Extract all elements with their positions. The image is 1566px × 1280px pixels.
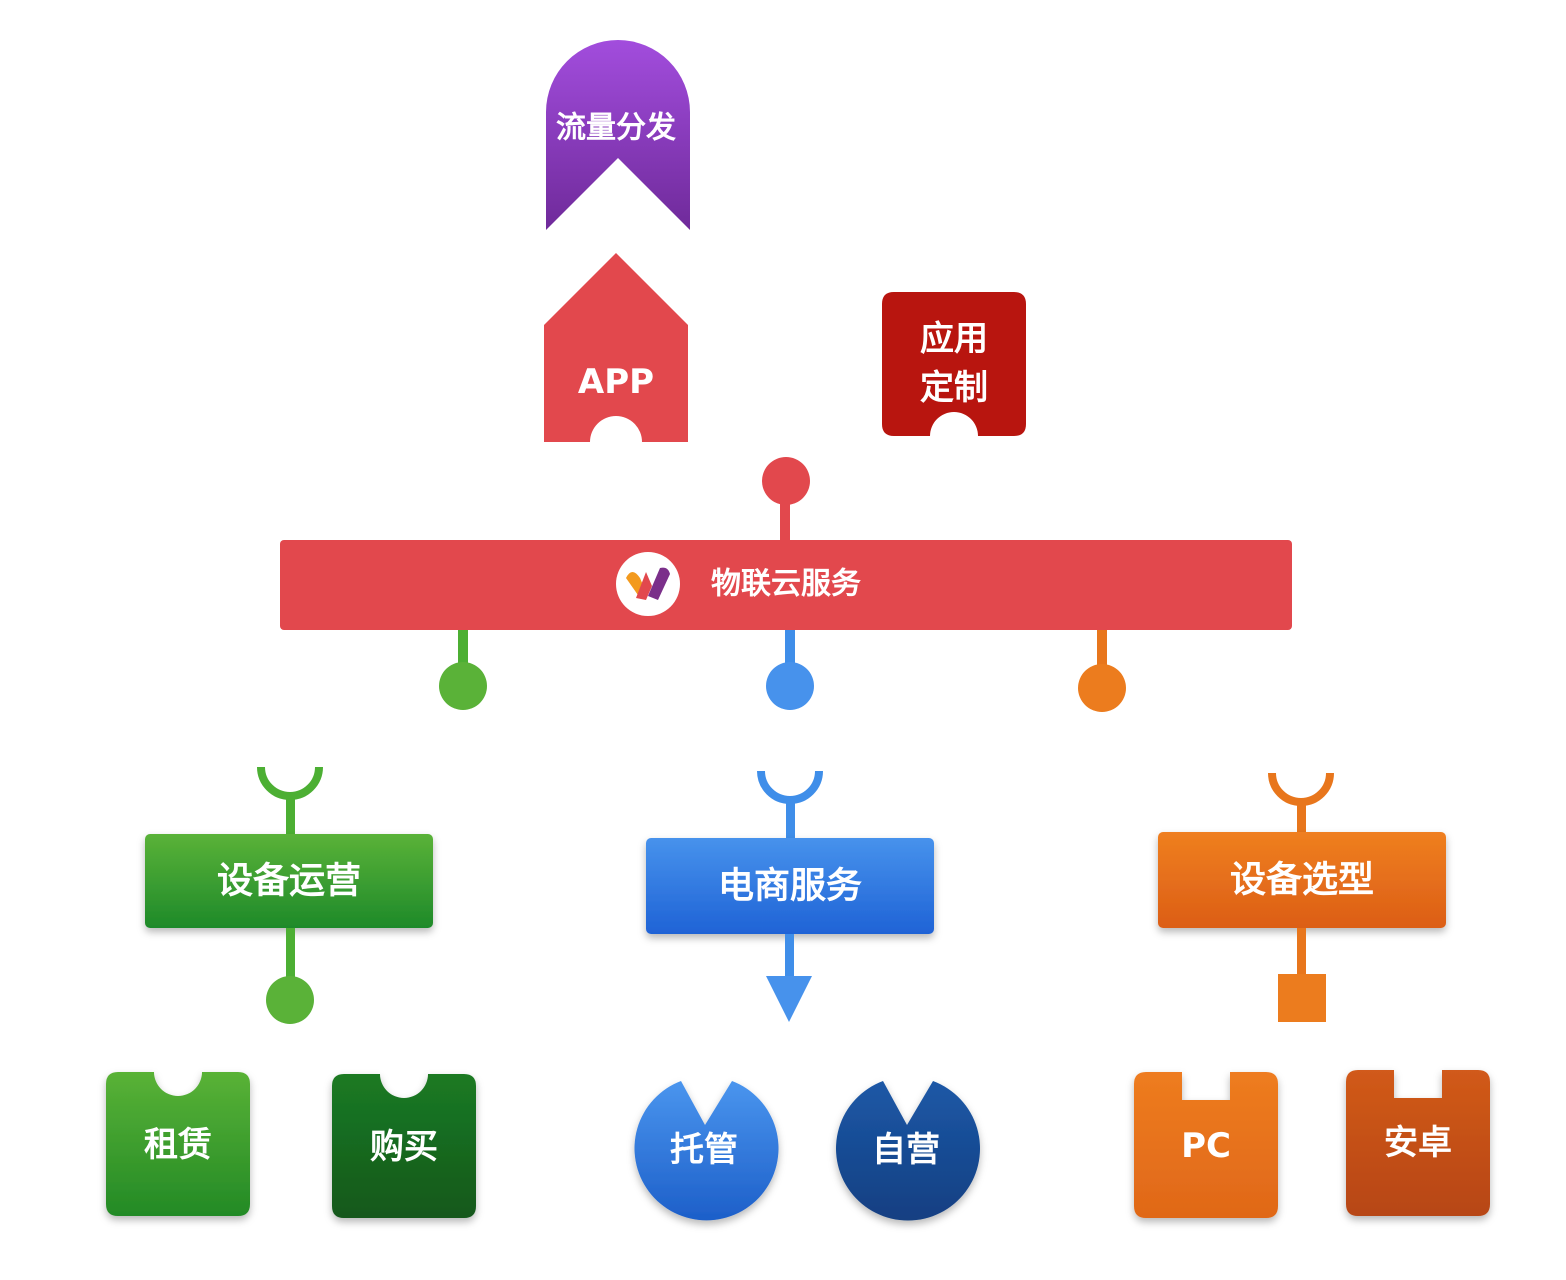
app-node: APP xyxy=(544,253,688,442)
android-node xyxy=(1346,1070,1490,1216)
purchase-node xyxy=(332,1074,476,1218)
hub-top-connector xyxy=(762,457,810,542)
hosted-label: 托管 xyxy=(670,1130,738,1170)
device-operations-node xyxy=(145,834,433,928)
app-label: APP xyxy=(578,362,654,402)
socket-blue xyxy=(757,770,823,840)
pc-label: PC xyxy=(1181,1126,1231,1166)
hosted-node xyxy=(634,1081,779,1221)
hub-connector-green xyxy=(439,630,487,710)
hub-connector-orange xyxy=(1078,630,1126,712)
self-operated-node xyxy=(835,1081,980,1221)
ops-lower-connector xyxy=(266,928,314,1024)
ecommerce-services-label: 电商服务 xyxy=(718,866,862,907)
android-label: 安卓 xyxy=(1384,1123,1452,1163)
selection-square-connector xyxy=(1278,928,1326,1022)
ecommerce-services-node xyxy=(646,838,934,934)
traffic-distribution-node: 流量分发 xyxy=(546,40,690,230)
socket-green xyxy=(257,766,323,835)
device-operations-label: 设备运营 xyxy=(217,861,361,902)
device-selection-label: 设备选型 xyxy=(1230,860,1374,901)
traffic-distribution-label: 流量分发 xyxy=(556,111,676,146)
app-customization-node: 应用 定制 xyxy=(882,292,1026,436)
socket-orange xyxy=(1268,772,1334,834)
hub-connector-blue xyxy=(766,630,814,710)
wlink-logo-icon xyxy=(616,552,680,616)
app-customization-label-line2: 定制 xyxy=(920,368,988,408)
self-operated-label: 自营 xyxy=(872,1130,940,1170)
app-customization-label-line1: 应用 xyxy=(920,319,988,359)
lease-label: 租赁 xyxy=(144,1125,212,1165)
ecommerce-arrow-connector xyxy=(766,934,812,1022)
lease-node xyxy=(106,1072,250,1216)
device-selection-node xyxy=(1158,832,1446,928)
iot-cloud-service-label: 物联云服务 xyxy=(711,567,861,602)
purchase-label: 购买 xyxy=(370,1127,438,1167)
pc-node xyxy=(1134,1072,1278,1218)
iot-cloud-service-bar: 物联云服务 xyxy=(280,540,1292,630)
